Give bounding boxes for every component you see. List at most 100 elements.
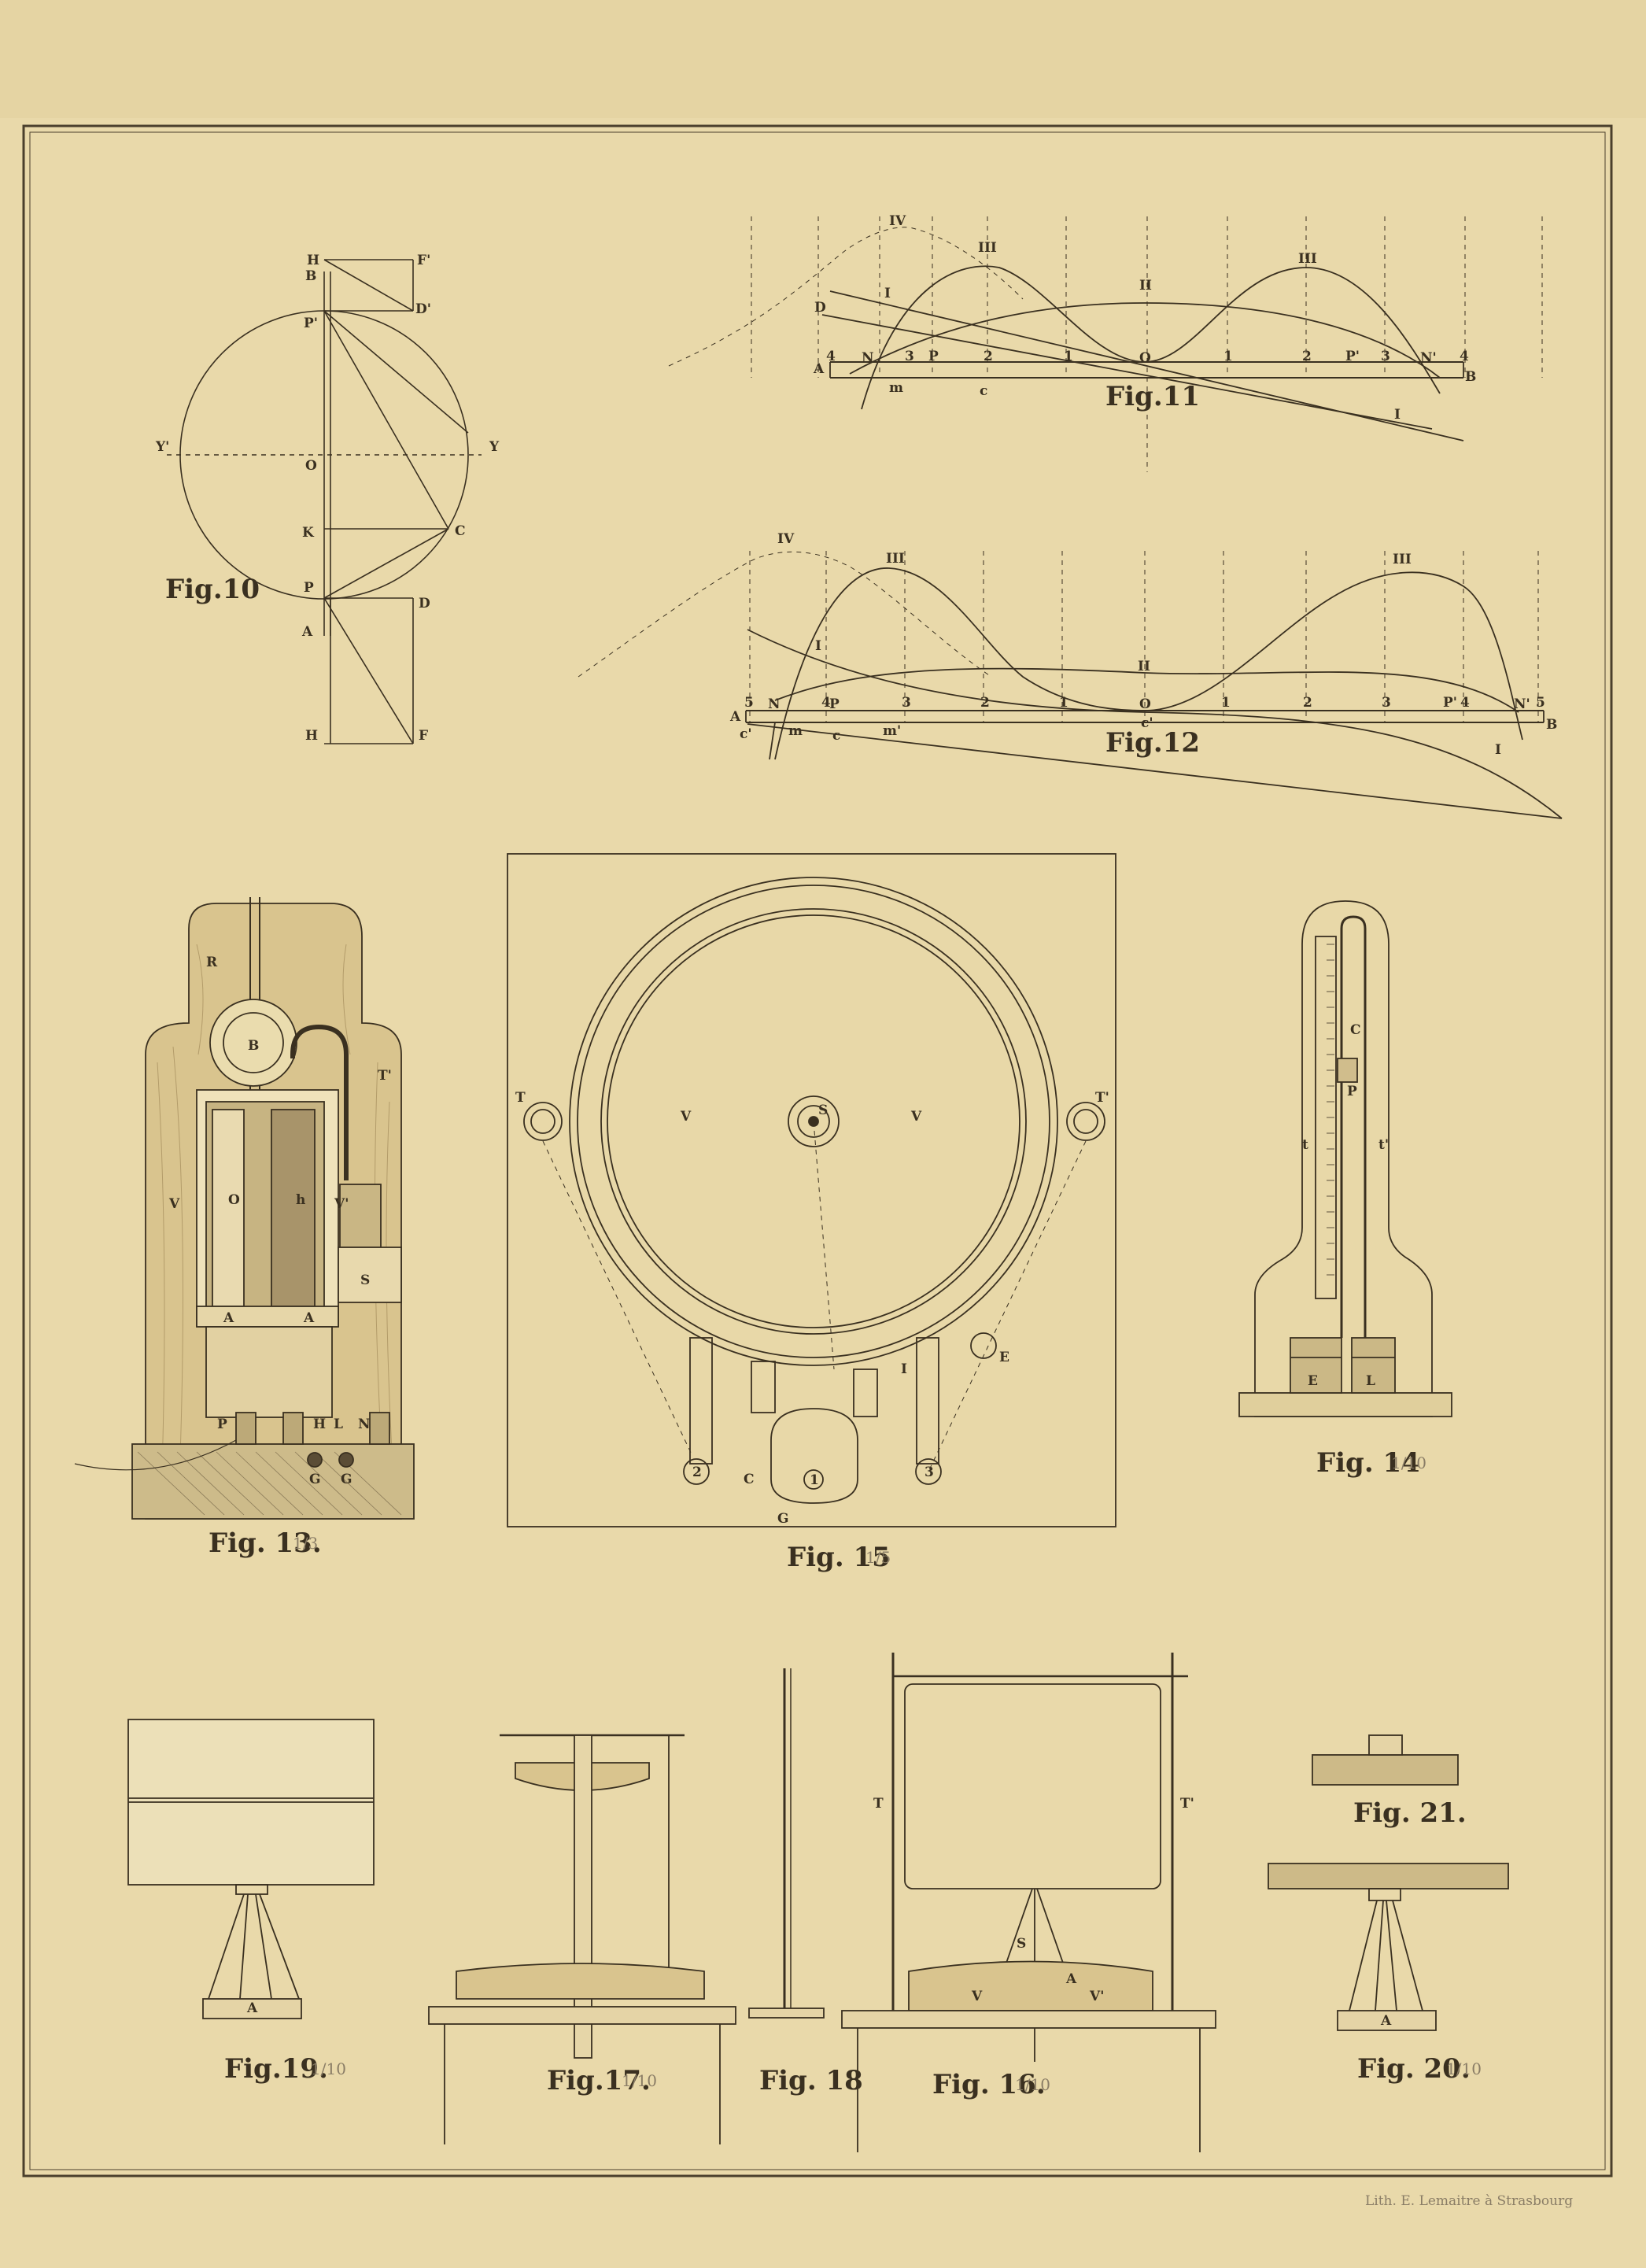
fig10-label-F: F: [419, 728, 428, 744]
fig14-caption: Fig. 14: [1316, 1447, 1420, 1479]
fig16-label-T: T: [873, 1796, 884, 1812]
fig11-label-I-top: I: [884, 286, 891, 301]
fig15-label-3: 3: [924, 1465, 934, 1480]
fig11-label-m: m: [889, 380, 903, 396]
fig10-diagram: [167, 259, 482, 744]
fig13-label-h: h: [296, 1192, 305, 1208]
fig11-diagram: [668, 216, 1543, 472]
plate-border: [22, 124, 1613, 2178]
fig16-label-V: V: [971, 1989, 983, 2004]
fig18-caption: Fig. 18: [759, 2065, 863, 2096]
fig13-label-B: B: [248, 1038, 259, 1054]
fig15-label-C: C: [744, 1472, 755, 1487]
fig17-apparatus: [428, 1734, 736, 2144]
fig10-label-H-top: H: [307, 253, 319, 268]
fig17-caption: Fig.17.: [547, 2065, 651, 2096]
fig12-label-II: II: [1138, 659, 1150, 674]
fig19-scale: 1/10: [311, 2059, 346, 2078]
fig17-scale: 1/10: [622, 2071, 657, 2090]
fig19-label-A: A: [246, 2000, 258, 2016]
fig10-label-P: P: [304, 580, 314, 596]
fig13-label-L: L: [334, 1417, 343, 1432]
fig11-label-IV: IV: [889, 213, 906, 229]
fig12-tick-left: 2: [980, 695, 990, 711]
fig15-label-G: G: [777, 1511, 789, 1527]
fig12-label-III-left: III: [886, 551, 905, 567]
fig14-label-E: E: [1308, 1373, 1318, 1389]
fig12-tick-left: 1: [1059, 695, 1068, 711]
fig10-label-D-top: D': [415, 301, 431, 317]
fig13-labels: R B T' V V' O h S A A P H L N G G Fig. 1…: [168, 955, 392, 1559]
fig12-label-III-right: III: [1393, 552, 1412, 567]
fig11-label-III-left: III: [978, 240, 997, 256]
fig12-tick-right: 1: [1221, 695, 1231, 711]
fig21-labels: Fig. 21.: [1353, 1797, 1467, 1829]
fig10-caption: Fig.10: [165, 574, 260, 605]
fig15-label-T: T: [515, 1090, 526, 1106]
fig10-label-A: A: [301, 624, 313, 640]
fig13-label-S: S: [360, 1273, 370, 1288]
fig11-label-N: N: [862, 350, 874, 366]
fig14-label-t2: t': [1378, 1137, 1389, 1153]
fig15-label-2: 2: [692, 1465, 702, 1480]
fig15-label-T2: T': [1095, 1090, 1109, 1106]
fig11-tick-right: 2: [1302, 349, 1312, 364]
lithographer-credit: Lith. E. Lemaitre à Strasbourg: [1365, 2193, 1573, 2209]
fig12-label-N2: N': [1514, 696, 1530, 712]
fig20-labels: A Fig. 20. 1/10: [1357, 2013, 1482, 2085]
fig12-label-P: P: [829, 696, 840, 712]
fig13-label-O: O: [228, 1192, 240, 1208]
fig11-label-O: O: [1139, 350, 1151, 366]
fig12-tick-left: 3: [902, 695, 911, 711]
fig21-caption: Fig. 21.: [1353, 1797, 1467, 1829]
fig15-apparatus: [507, 853, 1116, 1527]
fig11-caption: Fig.11: [1105, 381, 1200, 412]
fig16-label-V2: V': [1089, 1989, 1104, 2004]
fig12-tick-left: 4: [821, 695, 831, 711]
fig16-label-A: A: [1065, 1971, 1077, 1987]
fig14-labels: C P t t' E L Fig. 14 1/10: [1302, 1022, 1426, 1479]
fig14-label-t: t: [1302, 1137, 1308, 1153]
fig13-scale: 1/3: [293, 1534, 318, 1553]
fig13-label-V2: V': [334, 1196, 349, 1212]
fig12-caption: Fig.12: [1105, 727, 1200, 759]
fig21-apparatus: [1312, 1734, 1459, 1786]
fig12-label-I-top: I: [815, 638, 821, 654]
fig12-tick-left: 5: [744, 695, 754, 711]
fig12-label-P2: P': [1443, 695, 1457, 711]
fig16-label-T2: T': [1180, 1796, 1194, 1812]
fig15-labels: T T' V V S I E C G 2 3 1 Fig. 15 1/5: [515, 1090, 1109, 1573]
fig12-label-I-bottom: I: [1495, 742, 1501, 758]
fig15-label-1: 1: [810, 1472, 819, 1488]
fig20-scale: 1/10: [1446, 2059, 1482, 2078]
fig14-scale: 1/10: [1391, 1454, 1426, 1472]
fig16-caption: Fig. 16.: [932, 2069, 1046, 2100]
fig11-label-P2: P': [1345, 349, 1360, 364]
fig13-label-N: N: [358, 1417, 371, 1432]
fig15-label-E: E: [999, 1350, 1009, 1365]
fig15-caption: Fig. 15: [787, 1542, 891, 1573]
fig12-label-O: O: [1139, 696, 1151, 712]
fig10-label-B: B: [305, 268, 316, 284]
fig18-labels: Fig. 18: [759, 2065, 863, 2096]
fig11-tick-right: 1: [1223, 349, 1233, 364]
fig12-label-c3: c': [1141, 715, 1153, 731]
fig17-labels: Fig.17. 1/10: [547, 2065, 657, 2096]
fig11-label-B: B: [1465, 369, 1476, 385]
fig16-apparatus: [841, 1653, 1216, 2152]
fig11-label-c: c: [980, 383, 987, 399]
fig11-label-I-bottom: I: [1394, 407, 1401, 423]
fig18-apparatus: [748, 1668, 825, 2019]
fig14-apparatus: [1238, 900, 1452, 1417]
fig12-diagram: [578, 551, 1563, 819]
fig11-label-III-right: III: [1298, 251, 1317, 267]
fig12-labels: IV III III II I I A B N N' P P' O m m' c…: [729, 531, 1557, 759]
fig13-label-G2: G: [341, 1472, 352, 1487]
fig13-label-A2: A: [303, 1310, 315, 1326]
fig12-label-N: N: [768, 696, 781, 712]
fig10-label-K: K: [302, 525, 315, 541]
fig10-label-Y-left: Y': [155, 439, 169, 455]
fig10-label-O: O: [305, 458, 317, 474]
fig14-label-P: P: [1347, 1084, 1357, 1099]
fig13-label-A1: A: [223, 1310, 234, 1326]
